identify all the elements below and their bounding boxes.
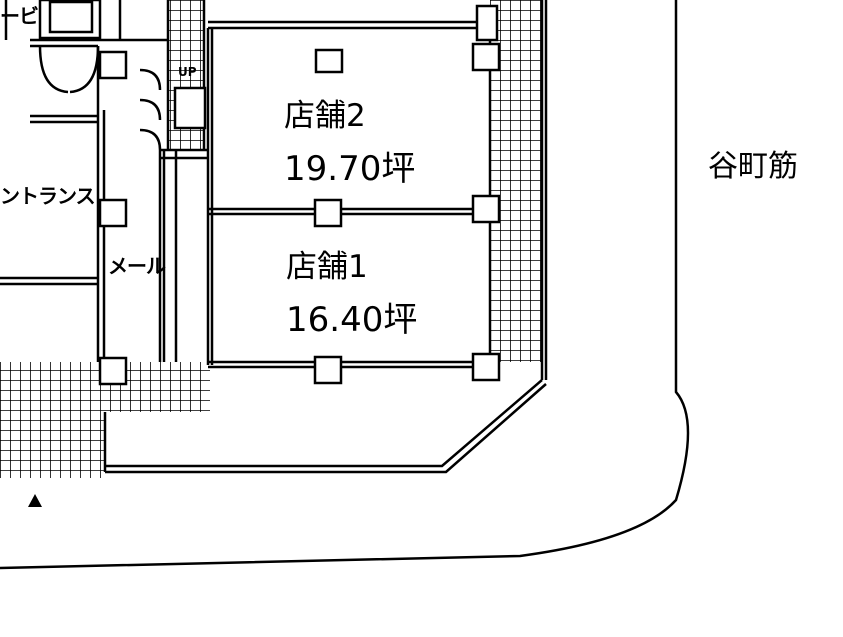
up-label: UP bbox=[178, 65, 197, 79]
street-label: 谷町筋 bbox=[708, 149, 798, 184]
walls bbox=[0, 0, 690, 570]
shop-2-name: 店舗2 bbox=[284, 98, 366, 134]
shop-1-area: 16.40坪 bbox=[286, 300, 418, 340]
triangle-marker-icon bbox=[28, 494, 42, 507]
entrance-label: ントランス bbox=[0, 184, 96, 208]
mail-label: メール bbox=[108, 254, 166, 278]
tiled-areas bbox=[0, 0, 542, 478]
shop-2-area: 19.70坪 bbox=[284, 149, 416, 189]
columns bbox=[98, 4, 501, 386]
shop-1-name: 店舗1 bbox=[286, 249, 368, 285]
top-left-label: ービ bbox=[0, 4, 39, 28]
